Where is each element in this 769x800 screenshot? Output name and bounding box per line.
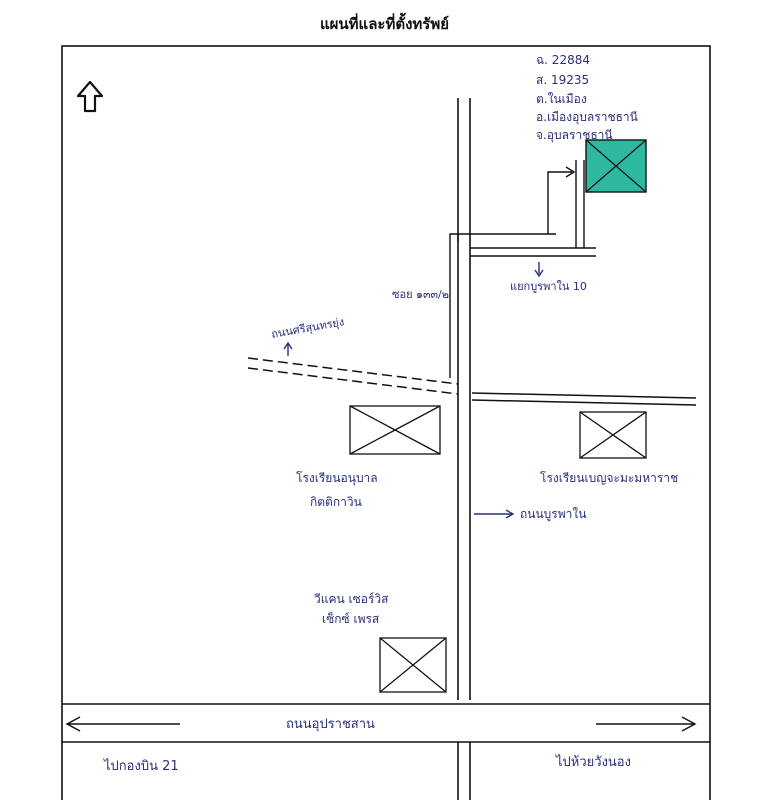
road-east — [471, 392, 697, 406]
map-frame — [61, 45, 711, 800]
parcel-survey-no: ส. 19235 — [536, 73, 589, 87]
arrow-soi-branch — [534, 262, 544, 278]
label-road-diagonal: ถนนศรีสุนทรยุ่ง — [270, 315, 345, 341]
arrow-to-left — [65, 716, 180, 732]
school-left-building — [349, 405, 441, 455]
label-hotel-2: เซ็กซ์ เพรส — [322, 611, 380, 626]
label-soi: ซอย ๑๓๓/๒ — [392, 288, 449, 301]
label-road-bottom: ถนนอุปราชสาน — [286, 717, 375, 732]
school-right-building — [579, 411, 647, 459]
parcel-province: จ.อุบลราชธานี — [536, 128, 613, 143]
parcel-subdistrict: ต.ในเมือง — [536, 92, 587, 106]
road-soi — [449, 233, 556, 378]
parcel-district: อ.เมืองอุบลราชธานี — [536, 110, 638, 125]
label-school-left-1: โรงเรียนอนุบาล — [296, 471, 378, 486]
arrow-to-right — [596, 716, 697, 732]
label-to-left: ไปกองบิน 21 — [103, 758, 179, 774]
label-road-main: ถนนบูรพาใน — [520, 507, 586, 522]
arrow-road-main — [474, 509, 515, 519]
label-soi-branch: แยกบูรพาใน 10 — [510, 280, 587, 293]
label-school-right: โรงเรียนเบญจะมะมหาราช — [540, 471, 678, 485]
label-to-right: ไปห้วยวังนอง — [555, 754, 631, 770]
hotel-building — [379, 637, 447, 693]
label-hotel-1: วีแคน เซอร์วิส — [314, 592, 389, 606]
label-school-left-2: กิตติกาวิน — [310, 495, 362, 509]
subject-property — [585, 139, 647, 193]
road-uprat — [62, 703, 710, 743]
parcel-deed-no: ฉ. 22884 — [536, 53, 590, 67]
arrow-road-diagonal — [283, 341, 293, 356]
road-burapha-nai — [457, 98, 471, 800]
road-diagonal-dashed — [247, 357, 459, 395]
north-arrow-icon — [76, 80, 104, 113]
page-title: แผนที่และที่ตั้งทรัพย์ — [319, 15, 450, 33]
road-soi-branch — [470, 160, 596, 257]
